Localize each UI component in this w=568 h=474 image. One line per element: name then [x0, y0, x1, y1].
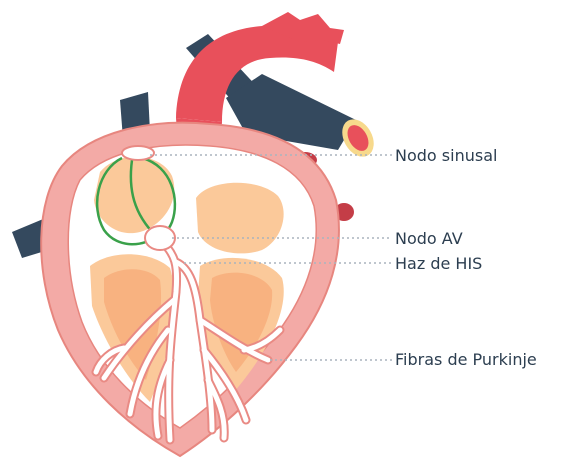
label-nodo-av: Nodo AV — [395, 230, 463, 248]
av-node — [145, 226, 175, 250]
label-fibras-de-purkinje: Fibras de Purkinje — [395, 351, 537, 369]
sa-node — [122, 146, 154, 160]
label-haz-de-his: Haz de HIS — [395, 255, 482, 273]
label-nodo-sinusal: Nodo sinusal — [395, 147, 497, 165]
